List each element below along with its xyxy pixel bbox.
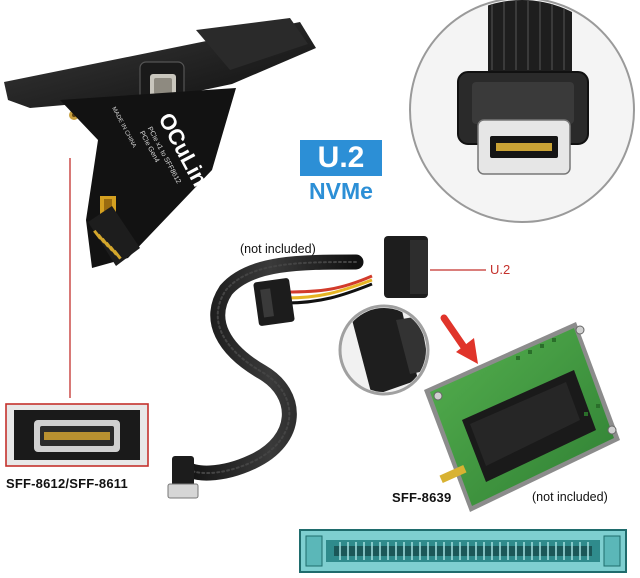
not-included-label-top: (not included) — [240, 242, 316, 256]
badge-u2-text: U.2 — [300, 140, 382, 176]
gold-fingers — [88, 206, 140, 266]
oculink-plug-closeup — [409, 0, 635, 223]
sff8612-inset — [5, 403, 149, 467]
u2-drive-adapter-board — [424, 322, 620, 512]
oculink-adapter-card: OCuLink PCIe x1 to SFF8612 PCIe Gen4 MAD… — [60, 88, 236, 268]
u2-nvme-badge: U.2 NVMe — [300, 140, 382, 206]
cable-assembly — [167, 236, 428, 499]
not-included-label-bottom: (not included) — [532, 490, 608, 504]
sff8639-connector-illustration — [299, 529, 627, 573]
sff8612-label: SFF-8612/SFF-8611 — [6, 476, 128, 491]
badge-nvme-text: NVMe — [309, 178, 373, 204]
u2-pointer-label: U.2 — [490, 262, 511, 277]
sff8639-label: SFF-8639 — [392, 490, 452, 505]
connector-closeup-circle — [338, 304, 430, 396]
red-arrow — [440, 314, 478, 364]
